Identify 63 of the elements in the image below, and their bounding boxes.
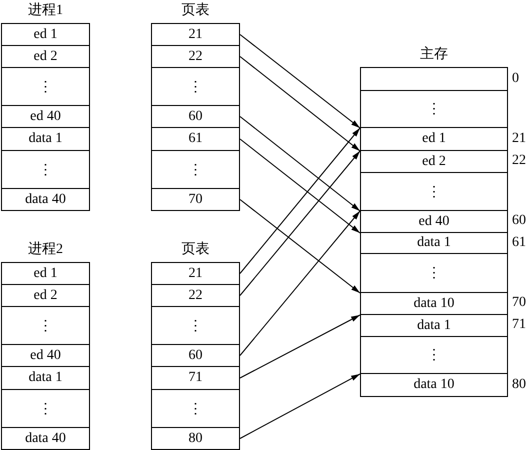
table-row: ed 40 bbox=[360, 210, 508, 233]
table-title: 页表 bbox=[182, 2, 210, 20]
arrow bbox=[240, 199, 360, 294]
table-title: 进程1 bbox=[28, 2, 63, 20]
arrow bbox=[240, 314, 360, 378]
table-row: ⋮ bbox=[360, 90, 508, 128]
address-label: 80 bbox=[512, 376, 526, 392]
table-row: ed 1 bbox=[360, 127, 508, 151]
table-row: ⋮ bbox=[151, 389, 240, 428]
table-row: 21 bbox=[151, 23, 240, 46]
address-label: 71 bbox=[512, 317, 526, 333]
table-title: 进程2 bbox=[28, 240, 63, 259]
table-row: data 1 bbox=[1, 127, 90, 151]
table-title: 页表 bbox=[182, 240, 210, 259]
table-row: data 1 bbox=[360, 314, 508, 337]
address-label: 70 bbox=[512, 295, 526, 311]
empty-row bbox=[360, 67, 508, 91]
table-row: data 1 bbox=[360, 232, 508, 254]
arrow bbox=[240, 138, 360, 234]
address-label: 21 bbox=[512, 130, 526, 146]
table-row: 22 bbox=[151, 284, 240, 307]
table-row: ed 2 bbox=[360, 150, 508, 173]
table-row: ed 40 bbox=[1, 105, 90, 128]
table-row: 21 bbox=[151, 262, 240, 285]
arrow bbox=[240, 210, 360, 356]
table-row: ⋮ bbox=[360, 253, 508, 293]
table-row: 80 bbox=[151, 427, 240, 450]
table-row: ed 2 bbox=[1, 284, 90, 307]
table-row: ⋮ bbox=[1, 67, 90, 106]
table-row: ed 1 bbox=[1, 23, 90, 46]
table-row: ⋮ bbox=[151, 67, 240, 106]
arrow bbox=[240, 34, 360, 128]
table-row: ⋮ bbox=[1, 150, 90, 189]
table-row: 71 bbox=[151, 366, 240, 390]
table-row: ⋮ bbox=[151, 306, 240, 345]
table-row: data 10 bbox=[360, 373, 508, 397]
table-row: ⋮ bbox=[360, 336, 508, 374]
table-row: data 10 bbox=[360, 292, 508, 315]
table-row: data 40 bbox=[1, 188, 90, 211]
table-row: ⋮ bbox=[1, 389, 90, 428]
table-row: 61 bbox=[151, 127, 240, 151]
table-row: data 1 bbox=[1, 366, 90, 390]
arrow bbox=[240, 128, 360, 274]
table-row: 70 bbox=[151, 188, 240, 211]
table-title: 主存 bbox=[420, 45, 448, 64]
arrow bbox=[240, 56, 360, 152]
table-row: ⋮ bbox=[360, 172, 508, 211]
table-row: ed 2 bbox=[1, 45, 90, 68]
table-row: data 40 bbox=[1, 427, 90, 450]
table-row: 60 bbox=[151, 105, 240, 128]
table-row: ed 1 bbox=[1, 262, 90, 285]
table-row: ed 40 bbox=[1, 344, 90, 367]
arrow bbox=[240, 116, 360, 212]
table-row: ⋮ bbox=[151, 150, 240, 189]
address-label: 0 bbox=[512, 70, 519, 86]
table-row: ⋮ bbox=[1, 306, 90, 345]
table-row: 60 bbox=[151, 344, 240, 367]
table-row: 22 bbox=[151, 45, 240, 68]
arrow bbox=[240, 150, 360, 296]
address-label: 61 bbox=[512, 234, 526, 250]
address-label: 22 bbox=[512, 153, 526, 169]
arrow bbox=[240, 374, 360, 439]
address-label: 60 bbox=[512, 213, 526, 229]
